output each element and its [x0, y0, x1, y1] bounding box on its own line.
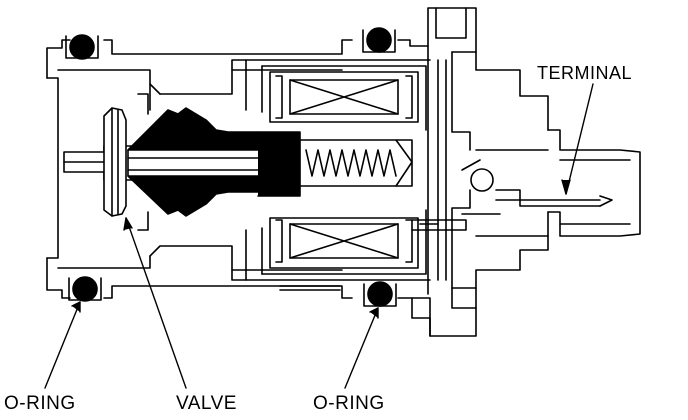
leader-oring-left [44, 301, 81, 389]
leader-lines [44, 83, 594, 389]
spring [257, 131, 413, 197]
leader-valve [125, 217, 187, 389]
o-ring-top-left [69, 34, 95, 60]
o-ring-label-left: O-RING [4, 393, 76, 414]
terminal-connector [411, 159, 613, 231]
valve-body-housing [46, 7, 641, 337]
o-ring-bottom-mid [367, 281, 393, 307]
valve-label: VALVE [176, 393, 237, 414]
leader-terminal [565, 83, 594, 195]
coil-bottom [275, 219, 413, 263]
o-ring-top-mid [366, 27, 392, 53]
o-ring-label-mid: O-RING [313, 393, 385, 414]
valve [63, 93, 261, 231]
o-ring-bottom-left [72, 276, 98, 302]
leader-oring-mid [344, 307, 379, 389]
terminal-label: TERMINAL [537, 63, 633, 83]
coil-top [275, 75, 413, 119]
